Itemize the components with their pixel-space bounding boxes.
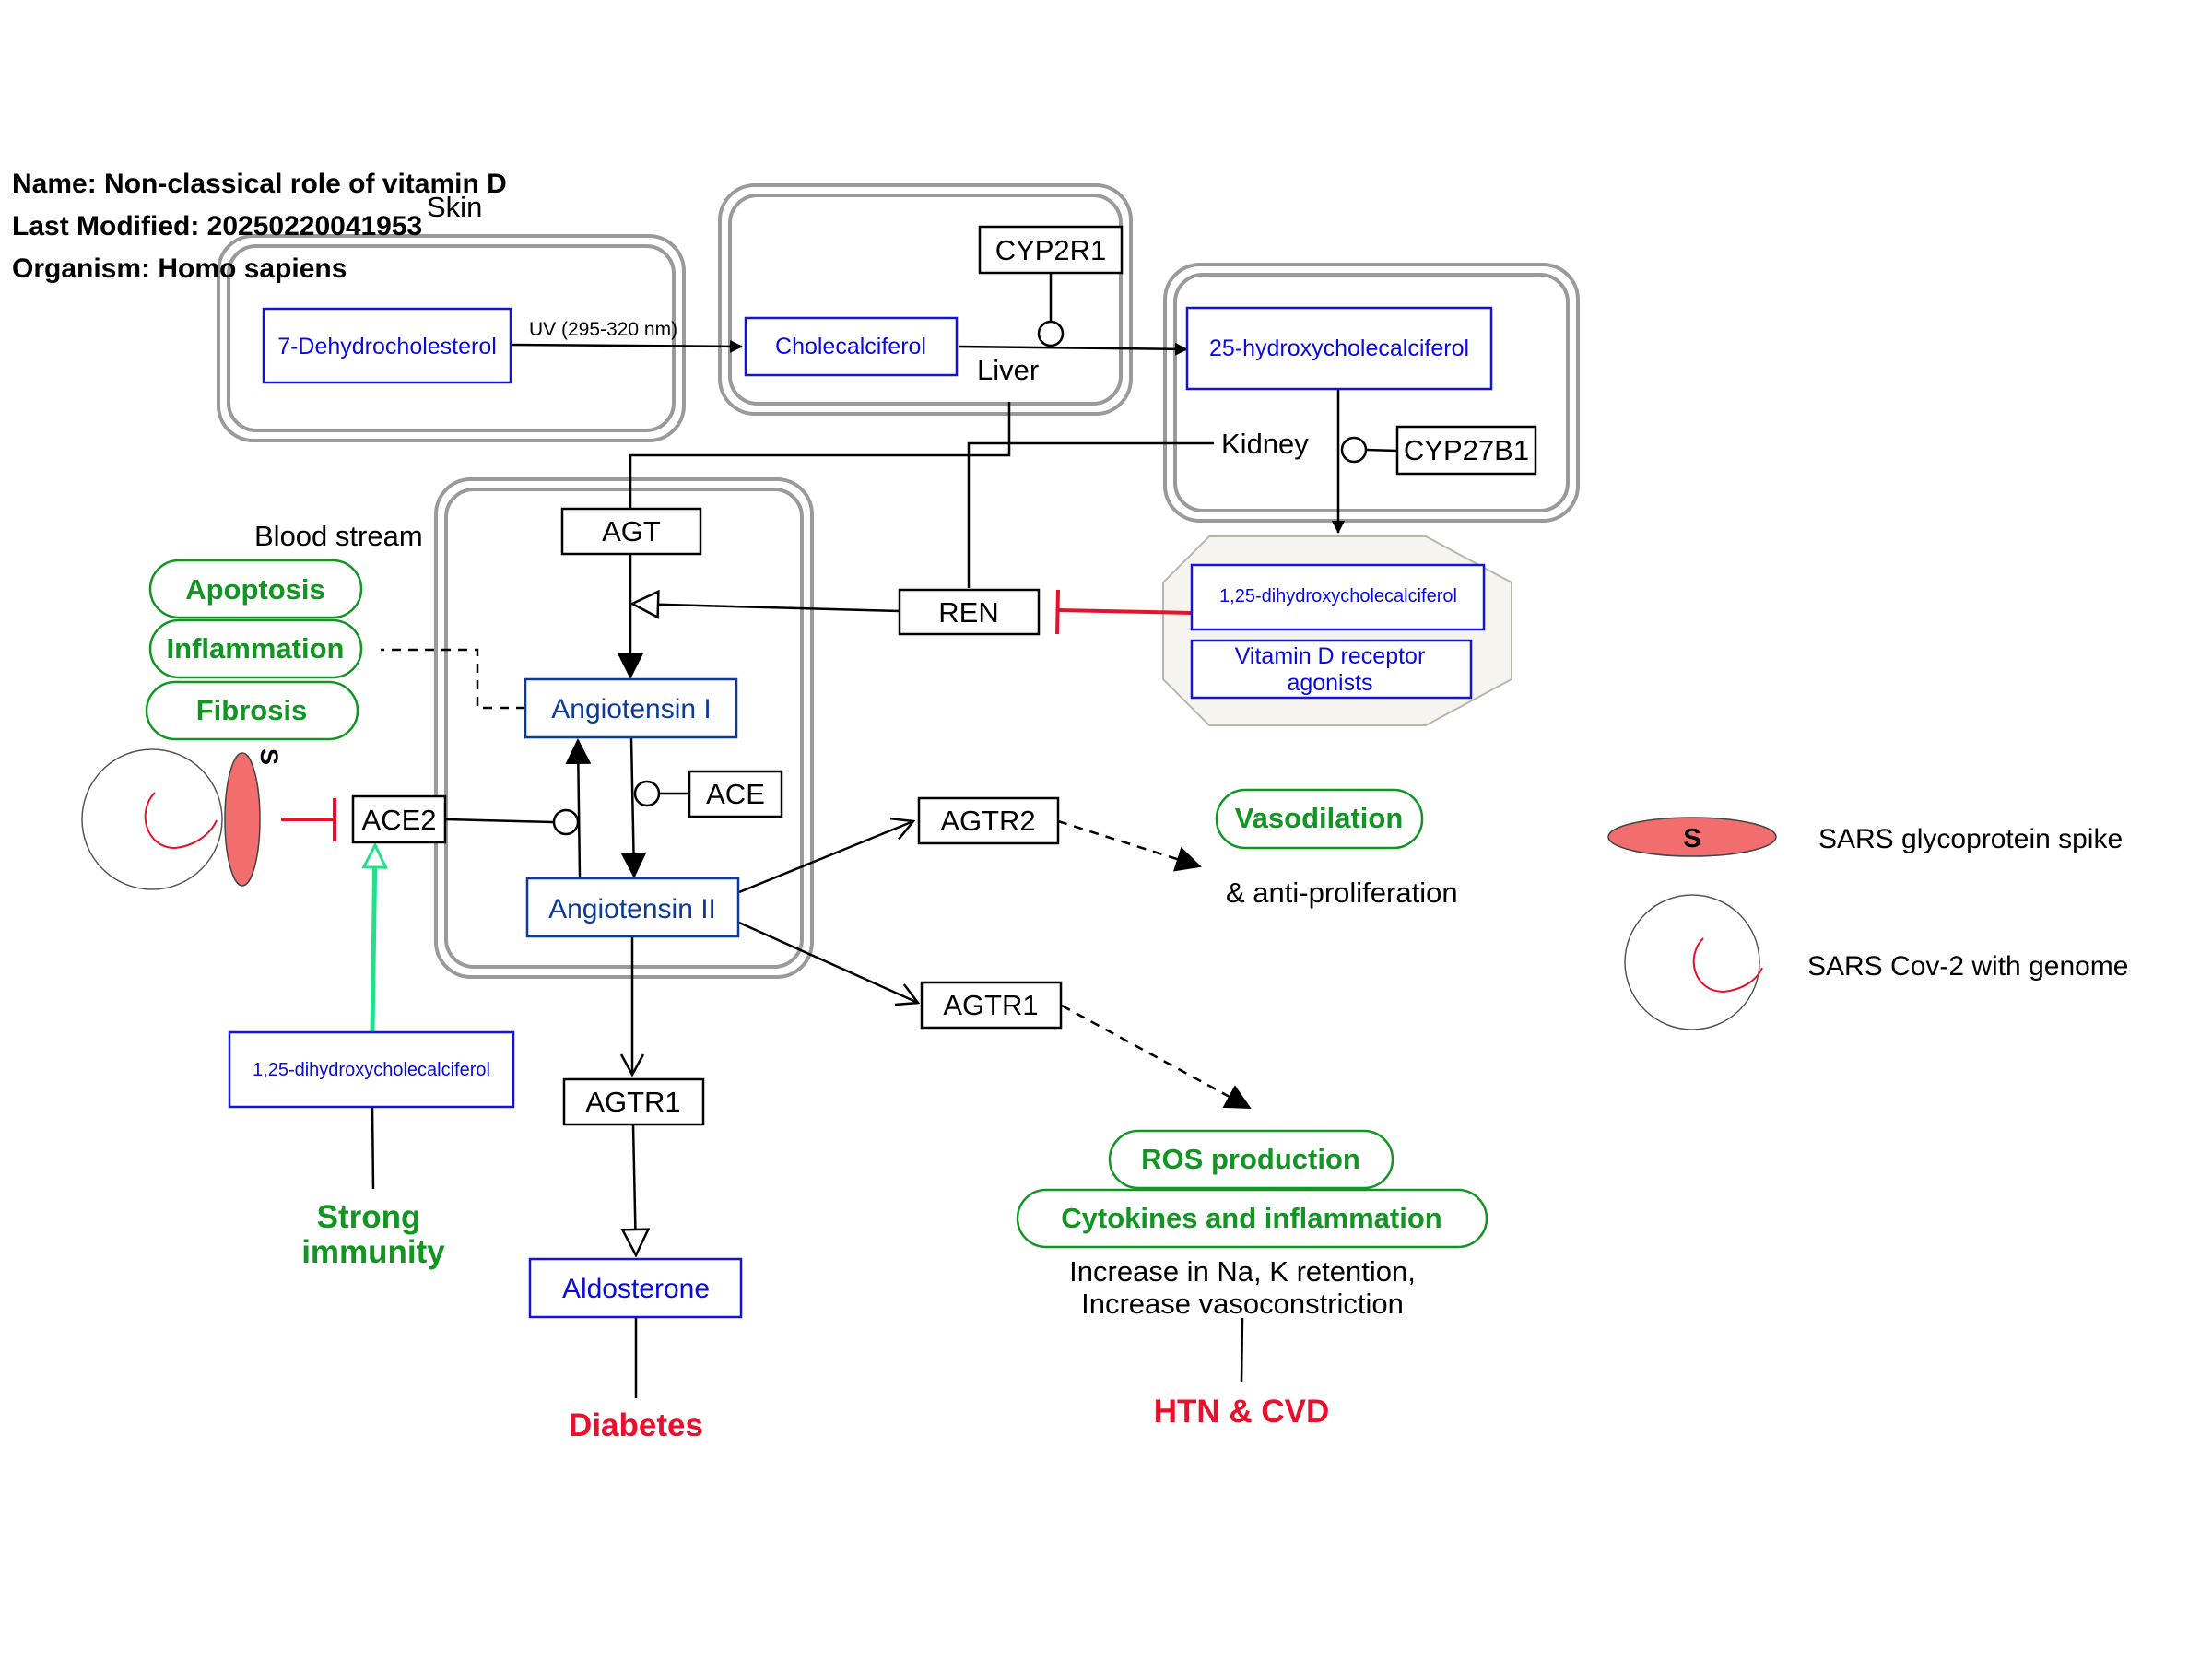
svg-text:Cytokines and inflammation: Cytokines and inflammation bbox=[1061, 1202, 1441, 1234]
gene-agtr1-bottom[interactable]: AGTR1 bbox=[562, 1077, 705, 1126]
last-modified: Last Modified: 20250220041953 bbox=[12, 211, 422, 241]
label-blood-stream: Blood stream bbox=[254, 520, 423, 552]
svg-text:Vasodilation: Vasodilation bbox=[1235, 802, 1404, 834]
compartment-skin bbox=[217, 234, 686, 442]
edges bbox=[371, 273, 1398, 1398]
edge-ang1-to-processes bbox=[381, 648, 525, 710]
svg-text:ACE: ACE bbox=[706, 778, 765, 810]
edge-agtr1-to-ros bbox=[1061, 1004, 1252, 1110]
edge-kidney-to-ren bbox=[967, 441, 1214, 588]
label-immunity: immunity bbox=[301, 1234, 445, 1270]
legend: S SARS glycoprotein spike SARS Cov-2 wit… bbox=[1607, 817, 2129, 1030]
legend-spike-symbol: S bbox=[1683, 824, 1700, 853]
svg-text:REN: REN bbox=[938, 596, 998, 629]
gene-ace2[interactable]: ACE2 bbox=[351, 794, 447, 844]
svg-text:ROS production: ROS production bbox=[1141, 1143, 1360, 1175]
edge-ang1-to-ang2 bbox=[620, 737, 647, 878]
spike-protein[interactable]: S bbox=[224, 748, 283, 887]
svg-text:ACE2: ACE2 bbox=[362, 804, 437, 836]
label-kidney: Kidney bbox=[1221, 428, 1309, 460]
label-skin: Skin bbox=[427, 191, 482, 223]
label-na-k-retention: Increase in Na, K retention, bbox=[1069, 1255, 1416, 1288]
label-htn-cvd: HTN & CVD bbox=[1154, 1394, 1330, 1430]
process-vasodilation[interactable]: Vasodilation bbox=[1215, 788, 1424, 850]
svg-text:Fibrosis: Fibrosis bbox=[196, 694, 308, 726]
svg-text:Apoptosis: Apoptosis bbox=[185, 573, 325, 606]
svg-text:AGT: AGT bbox=[602, 515, 661, 547]
label-anti-proliferation: & anti-proliferation bbox=[1226, 877, 1458, 909]
compartment-kidney bbox=[1163, 263, 1580, 523]
inhibition-spike-ace2 bbox=[281, 798, 336, 841]
edge-ang2-to-ang1 bbox=[565, 738, 592, 877]
edge-chole-to-25oh bbox=[958, 342, 1188, 356]
gene-agtr2[interactable]: AGTR2 bbox=[917, 796, 1060, 845]
process-cytokines-inflammation[interactable]: Cytokines and inflammation bbox=[1016, 1188, 1488, 1249]
legend-spike-label: SARS glycoprotein spike bbox=[1818, 824, 2123, 854]
svg-text:AGTR1: AGTR1 bbox=[585, 1086, 680, 1118]
svg-text:Cholecalciferol: Cholecalciferol bbox=[775, 334, 926, 359]
process-apoptosis[interactable]: Apoptosis bbox=[148, 559, 363, 619]
compartment-liver bbox=[718, 183, 1133, 416]
label-diabetes: Diabetes bbox=[569, 1407, 703, 1443]
svg-text:Aldosterone: Aldosterone bbox=[562, 1274, 710, 1304]
edge-ang2-to-agtr1 bbox=[738, 921, 918, 1003]
edge-liver-to-agt bbox=[629, 402, 1011, 508]
edge-ren-catalysis bbox=[632, 604, 900, 611]
svg-text:AGTR2: AGTR2 bbox=[940, 805, 1035, 837]
metabolite-7-dehydrocholesterol[interactable]: 7-Dehydrocholesterol bbox=[262, 307, 512, 384]
vdr-label-line-2: agonists bbox=[1287, 670, 1372, 696]
svg-text:AGTR1: AGTR1 bbox=[943, 989, 1038, 1021]
label-strong: Strong bbox=[317, 1199, 421, 1235]
gene-cyp2r1[interactable]: CYP2R1 bbox=[978, 225, 1124, 275]
viral-genome-icon bbox=[144, 792, 218, 850]
legend-genome-icon bbox=[1692, 937, 1763, 994]
gene-ren[interactable]: REN bbox=[898, 588, 1041, 636]
metabolite-dihydroxycholecalciferol-bottom[interactable]: 1,25-dihydroxycholecalciferol bbox=[228, 1030, 515, 1109]
label-liver: Liver bbox=[977, 354, 1039, 386]
gene-agtr1-right[interactable]: AGTR1 bbox=[920, 981, 1063, 1030]
svg-text:1,25-dihydroxycholecalciferol: 1,25-dihydroxycholecalciferol bbox=[1219, 586, 1457, 606]
gene-cyp27b1[interactable]: CYP27B1 bbox=[1395, 425, 1537, 476]
inhibition-vitd-ren bbox=[1055, 589, 1193, 635]
metabolite-dihydroxycholecalciferol-top[interactable]: 1,25-dihydroxycholecalciferol bbox=[1190, 563, 1486, 631]
gene-ace[interactable]: ACE bbox=[688, 770, 783, 818]
edge-uv-conversion bbox=[510, 339, 743, 353]
edge-agtr2-to-vasodilation bbox=[1057, 819, 1202, 872]
label-uv: UV (295-320 nm) bbox=[529, 319, 677, 340]
svg-text:25-hydroxycholecalciferol: 25-hydroxycholecalciferol bbox=[1209, 335, 1469, 361]
pathway-name: Name: Non-classical role of vitamin D bbox=[12, 169, 507, 199]
metabolite-angiotensin-ii[interactable]: Angiotensin II bbox=[525, 877, 740, 938]
sars-cov-2-virus[interactable] bbox=[81, 748, 223, 890]
process-inflammation[interactable]: Inflammation bbox=[148, 618, 363, 679]
edge-agtr1-to-aldosterone bbox=[633, 1124, 636, 1255]
vdr-label: Vitamin D receptor bbox=[1235, 643, 1426, 669]
gene-agt[interactable]: AGT bbox=[560, 507, 702, 556]
spike-label: S bbox=[255, 748, 283, 765]
svg-text:7-Dehydrocholesterol: 7-Dehydrocholesterol bbox=[277, 334, 497, 359]
metabolite-cholecalciferol[interactable]: Cholecalciferol bbox=[744, 316, 959, 377]
metabolite-aldosterone[interactable]: Aldosterone bbox=[528, 1257, 743, 1319]
legend-spike: S SARS glycoprotein spike bbox=[1607, 817, 2123, 857]
svg-text:CYP27B1: CYP27B1 bbox=[1404, 434, 1529, 466]
catalysis-markers bbox=[552, 320, 1368, 836]
svg-text:Angiotensin II: Angiotensin II bbox=[548, 894, 716, 924]
label-vasoconstriction: Increase vasoconstriction bbox=[1081, 1288, 1404, 1320]
svg-text:CYP2R1: CYP2R1 bbox=[995, 234, 1107, 266]
metabolite-25-hydroxycholecalciferol[interactable]: 25-hydroxycholecalciferol bbox=[1185, 306, 1493, 391]
process-fibrosis[interactable]: Fibrosis bbox=[145, 680, 359, 741]
process-ros-production[interactable]: ROS production bbox=[1108, 1129, 1394, 1190]
stimulation-vitd-ace2 bbox=[372, 845, 375, 1033]
legend-virus-label: SARS Cov-2 with genome bbox=[1807, 951, 2129, 982]
edge-ang2-to-agtr2 bbox=[738, 821, 913, 894]
metabolite-angiotensin-i[interactable]: Angiotensin I bbox=[524, 677, 738, 739]
legend-virus: SARS Cov-2 with genome bbox=[1624, 894, 2129, 1030]
organism: Organism: Homo sapiens bbox=[12, 253, 347, 284]
svg-text:1,25-dihydroxycholecalciferol: 1,25-dihydroxycholecalciferol bbox=[253, 1060, 490, 1080]
svg-text:Inflammation: Inflammation bbox=[167, 632, 345, 665]
svg-text:Angiotensin I: Angiotensin I bbox=[551, 694, 711, 724]
compartment-blood-stream bbox=[434, 477, 814, 979]
